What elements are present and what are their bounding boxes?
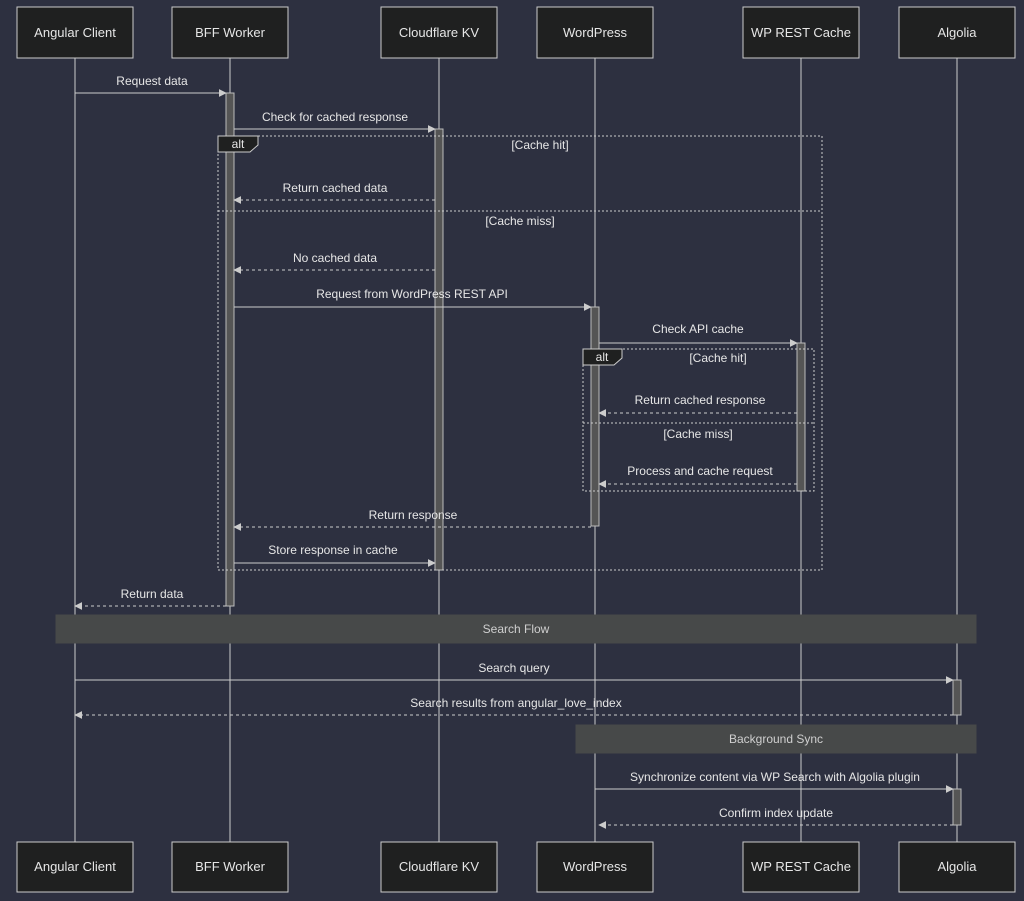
- actor-angular-client: Angular Client: [16, 6, 134, 59]
- actor-cloudflare-kv-bottom: Cloudflare KV: [380, 841, 498, 893]
- message-label: Check API cache: [652, 322, 744, 336]
- actor-label: Cloudflare KV: [399, 25, 480, 40]
- actor-label: WordPress: [563, 25, 628, 40]
- alt-keyword: alt: [596, 350, 609, 364]
- message-label: Synchronize content via WP Search with A…: [630, 770, 920, 784]
- actor-label: WP REST Cache: [751, 25, 851, 40]
- message-return-cached-data: Return cached data: [233, 181, 435, 204]
- message-label: Check for cached response: [262, 110, 408, 124]
- actors-bottom: Angular Client BFF Worker Cloudflare KV …: [16, 841, 1016, 893]
- message-search-query: Search query: [75, 661, 954, 684]
- activation-algolia-sync: [952, 788, 962, 826]
- actor-label: Algolia: [937, 859, 977, 874]
- activation-wordpress: [590, 306, 600, 527]
- actor-wp-rest-cache-bottom: WP REST Cache: [742, 841, 860, 893]
- actor-label: Algolia: [937, 25, 977, 40]
- message-check-api-cache: Check API cache: [599, 322, 798, 347]
- actor-label: BFF Worker: [195, 25, 265, 40]
- note-label: Background Sync: [729, 732, 823, 746]
- actors-top: Angular Client BFF Worker Cloudflare KV …: [16, 6, 1016, 59]
- message-label: Process and cache request: [627, 464, 773, 478]
- note-background-sync: Background Sync: [575, 724, 977, 754]
- message-label: Search query: [478, 661, 549, 675]
- actor-wordpress-bottom: WordPress: [536, 841, 654, 893]
- lifelines: [74, 58, 958, 842]
- activation-algolia-search: [952, 679, 962, 716]
- message-label: Return response: [369, 508, 458, 522]
- message-label: Search results from angular_love_index: [410, 696, 621, 710]
- message-search-results: Search results from angular_love_index: [74, 696, 953, 719]
- actor-algolia: Algolia: [898, 6, 1016, 59]
- message-return-data: Return data: [74, 587, 226, 610]
- activation-cloudflare-kv: [434, 128, 444, 571]
- message-store-response-in-cache: Store response in cache: [234, 543, 436, 567]
- activation-wp-rest-cache: [796, 342, 806, 492]
- actor-label: WordPress: [563, 859, 628, 874]
- message-label: Return cached response: [635, 393, 766, 407]
- actor-angular-client-bottom: Angular Client: [16, 841, 134, 893]
- alt-condition-cache-miss: [Cache miss]: [485, 214, 554, 228]
- message-return-response: Return response: [233, 508, 591, 531]
- alt-keyword: alt: [232, 137, 245, 151]
- message-label: Store response in cache: [268, 543, 398, 557]
- actor-label: Cloudflare KV: [399, 859, 480, 874]
- message-no-cached-data: No cached data: [233, 251, 435, 274]
- alt-condition-cache-miss: [Cache miss]: [663, 427, 732, 441]
- alt-frame-outer: alt [Cache hit] [Cache miss]: [217, 135, 823, 571]
- actor-label: Angular Client: [34, 859, 116, 874]
- message-request-from-wordpress-rest-api: Request from WordPress REST API: [234, 287, 592, 311]
- alt-frame-inner: alt [Cache hit] [Cache miss]: [582, 348, 815, 492]
- actor-label: WP REST Cache: [751, 859, 851, 874]
- message-label: Return cached data: [283, 181, 388, 195]
- message-process-and-cache-request: Process and cache request: [598, 464, 797, 488]
- note-search-flow: Search Flow: [55, 614, 977, 644]
- actor-wp-rest-cache: WP REST Cache: [742, 6, 860, 59]
- message-return-cached-response: Return cached response: [598, 393, 797, 417]
- actor-bff-worker-bottom: BFF Worker: [171, 841, 289, 893]
- message-request-data: Request data: [75, 74, 227, 97]
- actor-label: BFF Worker: [195, 859, 265, 874]
- message-label: Confirm index update: [719, 806, 833, 820]
- actor-algolia-bottom: Algolia: [898, 841, 1016, 893]
- message-synchronize-content: Synchronize content via WP Search with A…: [595, 770, 954, 793]
- message-confirm-index-update: Confirm index update: [598, 806, 953, 829]
- actor-bff-worker: BFF Worker: [171, 6, 289, 59]
- message-label: Request from WordPress REST API: [316, 287, 508, 301]
- activation-bff-worker: [225, 92, 235, 607]
- actor-label: Angular Client: [34, 25, 116, 40]
- message-check-for-cached-response: Check for cached response: [234, 110, 436, 133]
- message-label: Request data: [116, 74, 188, 88]
- alt-condition-cache-hit: [Cache hit]: [511, 138, 568, 152]
- messages: Request data Check for cached response R…: [74, 74, 954, 829]
- message-label: Return data: [121, 587, 184, 601]
- actor-wordpress: WordPress: [536, 6, 654, 59]
- alt-condition-cache-hit: [Cache hit]: [689, 351, 746, 365]
- actor-cloudflare-kv: Cloudflare KV: [380, 6, 498, 59]
- message-label: No cached data: [293, 251, 377, 265]
- note-label: Search Flow: [483, 622, 550, 636]
